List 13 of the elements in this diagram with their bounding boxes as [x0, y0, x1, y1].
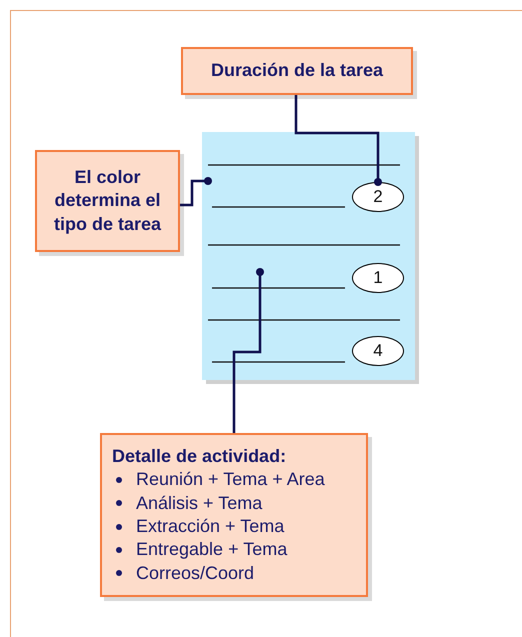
- list-heading: Detalle de actividad:: [112, 444, 286, 468]
- duration-oval: 4: [352, 336, 404, 366]
- leader-line: [294, 95, 382, 186]
- duration-oval: 1: [352, 263, 404, 293]
- list-item: Correos/Coord: [136, 562, 254, 585]
- leader-line: [180, 177, 212, 206]
- task-card: [202, 132, 415, 380]
- list-item: Entregable + Tema: [136, 538, 288, 562]
- list-item: Análisis + Tema: [136, 492, 262, 515]
- list-item: Reunión + Tema + Area: [136, 468, 325, 492]
- leader-line: [232, 268, 264, 433]
- list-item: Extracción + Tema: [136, 515, 284, 538]
- duration-oval: 2: [352, 182, 404, 212]
